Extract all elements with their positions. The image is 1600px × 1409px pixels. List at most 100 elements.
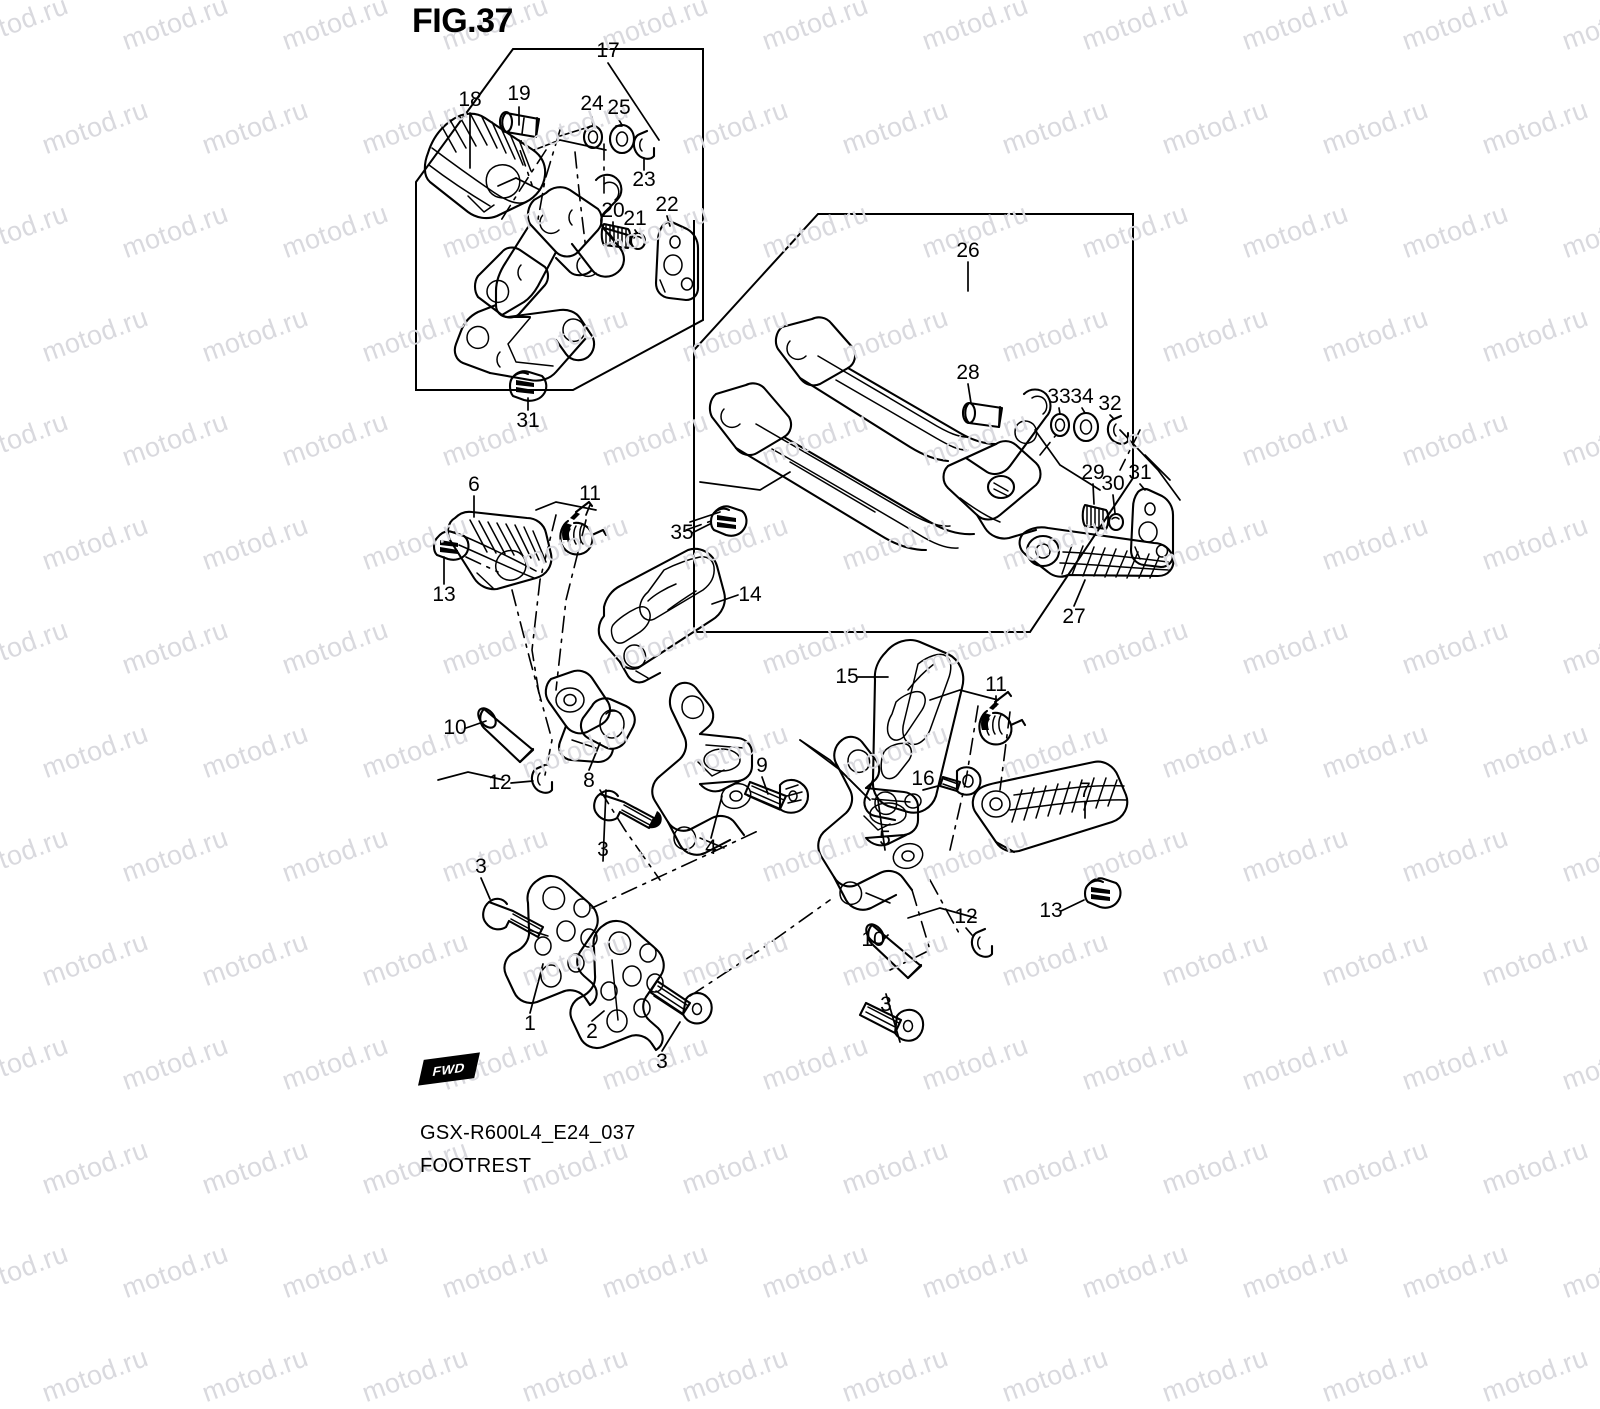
callout-mount-screw: 31 xyxy=(516,409,540,432)
watermark-text: motod.ru xyxy=(1078,1238,1193,1305)
rear-arm-upper xyxy=(774,316,998,463)
rear-footrest-bar-27 xyxy=(1018,526,1175,579)
callout-bolt: 3 xyxy=(597,838,609,861)
assembly-centerlines xyxy=(465,117,1141,997)
callout-e-ring-clip: 12 xyxy=(488,771,512,794)
watermark-text: motod.ru xyxy=(838,1342,953,1409)
callout-detent-ball-right: 30 xyxy=(1101,472,1125,495)
callout-e-ring-clip: 12 xyxy=(954,905,978,928)
callout-bolt: 3 xyxy=(475,855,487,878)
watermark-text: motod.ru xyxy=(278,1238,393,1305)
callout-footrest-bar-front-left: 6 xyxy=(468,473,480,496)
footrest-pin-10-right xyxy=(865,923,923,980)
watermark-text: motod.ru xyxy=(518,1342,633,1409)
watermark-text: motod.ru xyxy=(1558,1238,1600,1305)
return-spring-11-left xyxy=(559,500,608,556)
footrest-bracket-2 xyxy=(569,919,665,1052)
callout-detent-spring: 20 xyxy=(601,199,625,222)
callout-rear-bracket-plate: 22 xyxy=(655,193,679,216)
callout-footrest-bar-front-right: 7 xyxy=(1079,779,1091,802)
watermark-text: motod.ru xyxy=(1238,1238,1353,1305)
detent-spring-20 xyxy=(600,222,632,250)
detent-spring-29 xyxy=(1081,503,1110,531)
snap-ring-23 xyxy=(632,129,656,160)
detent-ball-21 xyxy=(629,231,647,251)
watermark-text: motod.ru xyxy=(358,1342,473,1409)
callout-adjuster-screw: 13 xyxy=(1039,899,1063,922)
rear-arm-lower xyxy=(708,382,976,552)
parts-diagram-drawing: .ln { fill:none; stroke:#000; stroke-wid… xyxy=(415,48,1181,1052)
snap-ring-32 xyxy=(1106,414,1130,445)
callout-bolt: 3 xyxy=(880,993,892,1016)
rear-footrest-pin-28 xyxy=(961,401,1004,429)
mount-screw-31-left xyxy=(508,370,548,402)
callout-return-spring: 11 xyxy=(579,482,601,505)
footrest-bracket-1 xyxy=(503,874,599,1007)
callout-rear-footrest-bar: 18 xyxy=(458,88,482,111)
watermark-text: motod.ru xyxy=(118,1238,233,1305)
callout-footrest-holder-rear: 5 xyxy=(879,827,891,850)
watermark-text: motod.ru xyxy=(438,1238,553,1305)
callout-rear-footrest-pin: 19 xyxy=(507,82,531,105)
screw-16 xyxy=(938,766,982,796)
footrest-holder-4 xyxy=(651,681,754,856)
watermark-text: motod.ru xyxy=(0,1238,73,1305)
fwd-label: FWD xyxy=(431,1059,467,1079)
callout-screw: 16 xyxy=(911,767,935,790)
pivot-bolt-35 xyxy=(709,505,748,537)
page-title: FIG.37 xyxy=(412,2,513,40)
watermark-text: motod.ru xyxy=(758,1238,873,1305)
watermark-text: motod.ru xyxy=(918,1238,1033,1305)
callout-footrest-bracket-left: 1 xyxy=(524,1012,536,1035)
watermark-text: motod.ru xyxy=(678,1342,793,1409)
callout-rear-footrest-assembly-right: 26 xyxy=(956,239,980,262)
rear-bracket-plate-22 xyxy=(654,220,700,302)
watermark-text: motod.ru xyxy=(1398,1238,1513,1305)
callout-detent-ball: 21 xyxy=(623,207,647,230)
pivot-joint-8 xyxy=(544,669,636,764)
callout-heel-guard-right: 15 xyxy=(835,665,859,688)
callout-flange-bolt: 9 xyxy=(756,754,768,777)
callout-washer: 24 xyxy=(580,92,604,115)
bolt-3-left xyxy=(482,897,545,939)
rear-bracket-plate-31-right xyxy=(1129,487,1175,569)
callout-footrest-pin: 10 xyxy=(861,928,885,951)
callout-label-layer: FIG.37 GSX-R600L4_E24_037 FOOTREST FWD 1… xyxy=(412,2,1152,1177)
callout-spacer-ring: 25 xyxy=(607,96,631,119)
heel-guard-14 xyxy=(597,547,726,684)
callout-footrest-holder-front: 4 xyxy=(705,836,717,859)
rear-footrest-pin-19 xyxy=(498,110,541,139)
rear-footrest-bar-18 xyxy=(423,112,547,220)
leader-lines xyxy=(443,62,1146,1052)
spacer-ring-34 xyxy=(1072,411,1100,443)
callout-rear-footrest-pin-right: 28 xyxy=(956,361,980,384)
callout-snap-ring: 23 xyxy=(632,168,656,191)
footrest-holder-5 xyxy=(817,735,924,911)
footrest-bar-6 xyxy=(446,510,553,591)
callout-footrest-pin: 10 xyxy=(443,716,467,739)
e-ring-clip-12-left xyxy=(530,763,554,794)
rear-footrest-assembly-right-group xyxy=(708,316,1175,579)
callout-snap-ring-right: 32 xyxy=(1098,392,1122,415)
watermark-text: motod.ru xyxy=(998,1342,1113,1409)
rear-pivot-block xyxy=(942,388,1052,540)
inset-frame-left xyxy=(415,48,704,391)
callout-rear-bracket-plate-right: 31 xyxy=(1128,461,1152,484)
exploded-parts-diagram-svg: .ln { fill:none; stroke:#000; stroke-wid… xyxy=(415,48,1181,1052)
e-ring-clip-12-right xyxy=(970,927,994,958)
callout-spacer-ring-right: 34 xyxy=(1070,385,1094,408)
detent-ball-30 xyxy=(1107,512,1125,532)
figure-code: GSX-R600L4_E24_037 xyxy=(420,1122,636,1144)
adjuster-screw-13-left xyxy=(432,530,470,561)
callout-rear-footrest-bar-right: 27 xyxy=(1062,605,1086,628)
adjuster-screw-13-right xyxy=(1083,877,1122,909)
watermark-text: motod.ru xyxy=(198,1342,313,1409)
callout-washer-right: 33 xyxy=(1047,385,1071,408)
footrest-bar-7 xyxy=(971,760,1129,854)
callout-pivot-joint: 8 xyxy=(583,769,595,792)
fwd-direction-marker: FWD xyxy=(418,1052,480,1086)
watermark-text: motod.ru xyxy=(1478,1342,1593,1409)
callout-heel-guard-left: 14 xyxy=(738,583,762,606)
callout-bolt: 3 xyxy=(656,1050,668,1073)
bolt-3-center xyxy=(593,789,662,830)
